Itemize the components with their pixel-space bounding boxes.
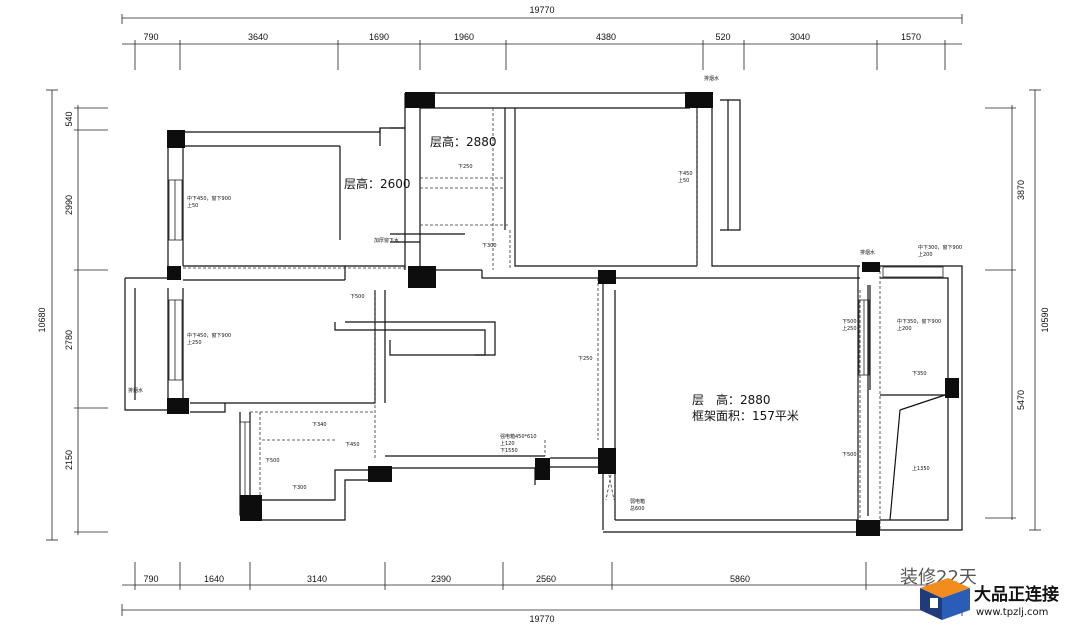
note: 中下300，窗下900 — [918, 244, 962, 251]
right-seg-2: 5470 — [1016, 390, 1026, 410]
top-total-dimension: 19770 — [529, 5, 554, 15]
note: 排烟水 — [860, 249, 875, 256]
note: 下500 — [842, 452, 857, 458]
note: 下500 — [350, 294, 365, 300]
windows — [168, 179, 944, 498]
note: 弱电箱 — [630, 498, 645, 505]
note: 下340 — [312, 422, 327, 428]
column — [856, 520, 880, 536]
note: 下450 — [345, 442, 360, 448]
note: 下350 — [912, 371, 927, 377]
note: 上200 — [918, 251, 933, 258]
column — [598, 270, 616, 284]
note: 排烟水 — [704, 75, 719, 82]
column — [167, 266, 181, 280]
note: 下450 — [678, 171, 693, 177]
column — [368, 466, 392, 482]
top-seg-4: 1960 — [454, 32, 474, 42]
room-height-top: 层高：2880 — [430, 134, 497, 149]
right-seg-1: 3870 — [1016, 180, 1026, 200]
column — [945, 378, 959, 398]
note: 上120 — [500, 440, 515, 447]
note: 上50 — [678, 177, 689, 184]
note: 上200 — [897, 325, 912, 332]
note: 加厚窗下水 — [374, 237, 399, 244]
left-seg-4: 2150 — [64, 450, 74, 470]
electrical-notes: 中下450，窗下900 上50 下250 下300 下450 上50 加厚窗下水… — [128, 75, 962, 512]
bottom-segment-dimensions: 790 1640 3140 2390 2560 5860 — [143, 574, 750, 584]
note: 下300 — [482, 243, 497, 249]
bottom-dimension-lines — [121, 562, 963, 616]
bottom-seg-1: 790 — [143, 574, 158, 584]
brand-logo-icon — [920, 578, 970, 620]
note: 上250 — [842, 325, 857, 332]
note: 总600 — [630, 505, 645, 512]
left-seg-2: 2990 — [64, 195, 74, 215]
watermark: 装修22天 大品正连接 www.tpzlj.com — [900, 567, 1059, 620]
bottom-seg-4: 2390 — [431, 574, 451, 584]
column — [862, 262, 880, 272]
top-seg-2: 3640 — [248, 32, 268, 42]
top-segment-dimensions: 790 3640 1690 1960 4380 520 3040 1570 — [143, 32, 921, 42]
room-height-2600: 层高：2600 — [344, 176, 411, 191]
brand-name: 大品正连接 — [974, 584, 1059, 605]
left-seg-1: 540 — [64, 111, 74, 126]
note: 下500 — [842, 319, 857, 325]
note: 中下450，窗下900 — [187, 195, 231, 202]
top-seg-6: 520 — [715, 32, 730, 42]
column — [408, 266, 436, 288]
walls — [124, 92, 963, 533]
brand-url: www.tpzlj.com — [976, 607, 1048, 618]
column — [240, 495, 262, 521]
main-room-height: 层 高：2880 — [692, 392, 771, 407]
note: 排烟水 — [128, 387, 143, 394]
note: 下250 — [458, 164, 473, 170]
bottom-total-dimension: 19770 — [529, 614, 554, 624]
note: 中下450，窗下900 — [187, 332, 231, 339]
right-dimension-lines — [985, 89, 1041, 531]
left-dimension-lines — [46, 89, 108, 541]
column — [167, 398, 189, 414]
column — [535, 458, 550, 480]
note: 下1550 — [500, 448, 518, 454]
bottom-seg-2: 1640 — [204, 574, 224, 584]
left-segment-dimensions: 540 2990 2780 2150 — [64, 111, 74, 470]
column — [685, 92, 713, 108]
right-total-dimension: 10590 — [1040, 307, 1050, 332]
note: 上50 — [187, 202, 198, 209]
bottom-seg-5: 2560 — [536, 574, 556, 584]
left-seg-3: 2780 — [64, 330, 74, 350]
top-seg-3: 1690 — [369, 32, 389, 42]
column — [598, 448, 616, 474]
top-seg-8: 1570 — [901, 32, 921, 42]
note: 强电箱450*610 — [500, 433, 537, 440]
structural-columns — [167, 92, 959, 536]
column — [405, 92, 435, 108]
column — [167, 130, 185, 148]
note: 上250 — [187, 339, 202, 346]
bottom-seg-3: 3140 — [307, 574, 327, 584]
frame-area: 框架面积：157平米 — [692, 409, 799, 423]
top-dimension-lines — [121, 14, 963, 70]
dashed-lines — [183, 108, 881, 530]
top-seg-7: 3040 — [790, 32, 810, 42]
left-total-dimension: 10680 — [37, 307, 47, 332]
note: 下250 — [578, 356, 593, 362]
top-seg-1: 790 — [143, 32, 158, 42]
note: 下500 — [265, 458, 280, 464]
note: 中下350，窗下900 — [897, 318, 941, 325]
top-seg-5: 4380 — [596, 32, 616, 42]
note: 上1350 — [912, 465, 930, 472]
bottom-seg-6: 5860 — [730, 574, 750, 584]
note: 下300 — [292, 485, 307, 491]
